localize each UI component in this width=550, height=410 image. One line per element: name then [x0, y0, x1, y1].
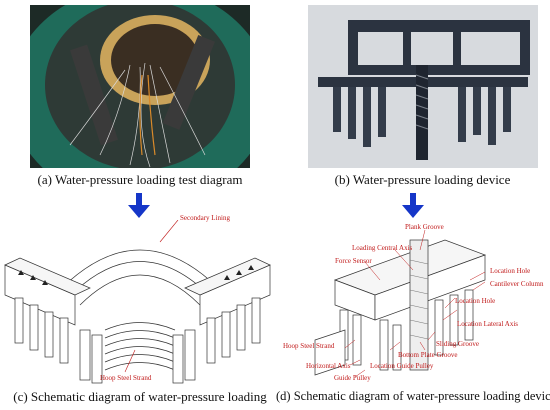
photo-loading-device — [308, 5, 538, 168]
label-location-hole: Location Hole — [455, 297, 496, 305]
label-cantilever-column: Cantilever Column — [490, 280, 544, 288]
label-force-sensor: Force Sensor — [335, 257, 372, 265]
caption-b: (b) Water-pressure loading device — [334, 172, 511, 187]
arrow-down-icon-right — [402, 193, 424, 218]
schematic-d-drawing — [314, 229, 487, 378]
label-location-guide-pulley: Location Guide Pulley — [370, 362, 434, 370]
label-loading-central-axis: Loading Central Axis — [352, 244, 413, 252]
schematic-loading-device — [285, 220, 550, 388]
photo-test-illustration — [30, 5, 250, 168]
label-horizontal-axis: Horizontal Axis — [306, 362, 351, 370]
caption-c: (c) Schematic diagram of water-pressure … — [13, 389, 267, 404]
caption-a: (a) Water-pressure loading test diagram — [37, 172, 243, 187]
caption-d: (d) Schematic diagram of water-pressure … — [276, 389, 550, 403]
photo-water-pressure-test — [30, 5, 250, 168]
device-photo-illustration — [308, 5, 538, 168]
arrow-down-icon-left — [128, 193, 150, 218]
label-location-lateral-axis: Location Lateral Axis — [457, 320, 519, 328]
label-hoop-steel-strand-c: Hoop Steel Strand — [100, 374, 152, 382]
schematic-c-drawing — [4, 220, 271, 384]
label-bottom-plate-groove: Bottom Plate Groove — [398, 351, 458, 359]
label-hoop-steel-strand-d: Hoop Steel Strand — [283, 342, 335, 350]
label-plank-groove: Plank Groove — [405, 223, 444, 231]
label-secondary-lining: Secondary Lining — [180, 214, 230, 222]
label-location-hole-top: Location Hole — [490, 267, 531, 275]
schematic-water-pressure-loading — [0, 220, 275, 388]
label-sliding-groove: Sliding Groove — [436, 340, 479, 348]
label-guide-pulley: Guide Pulley — [334, 374, 371, 382]
